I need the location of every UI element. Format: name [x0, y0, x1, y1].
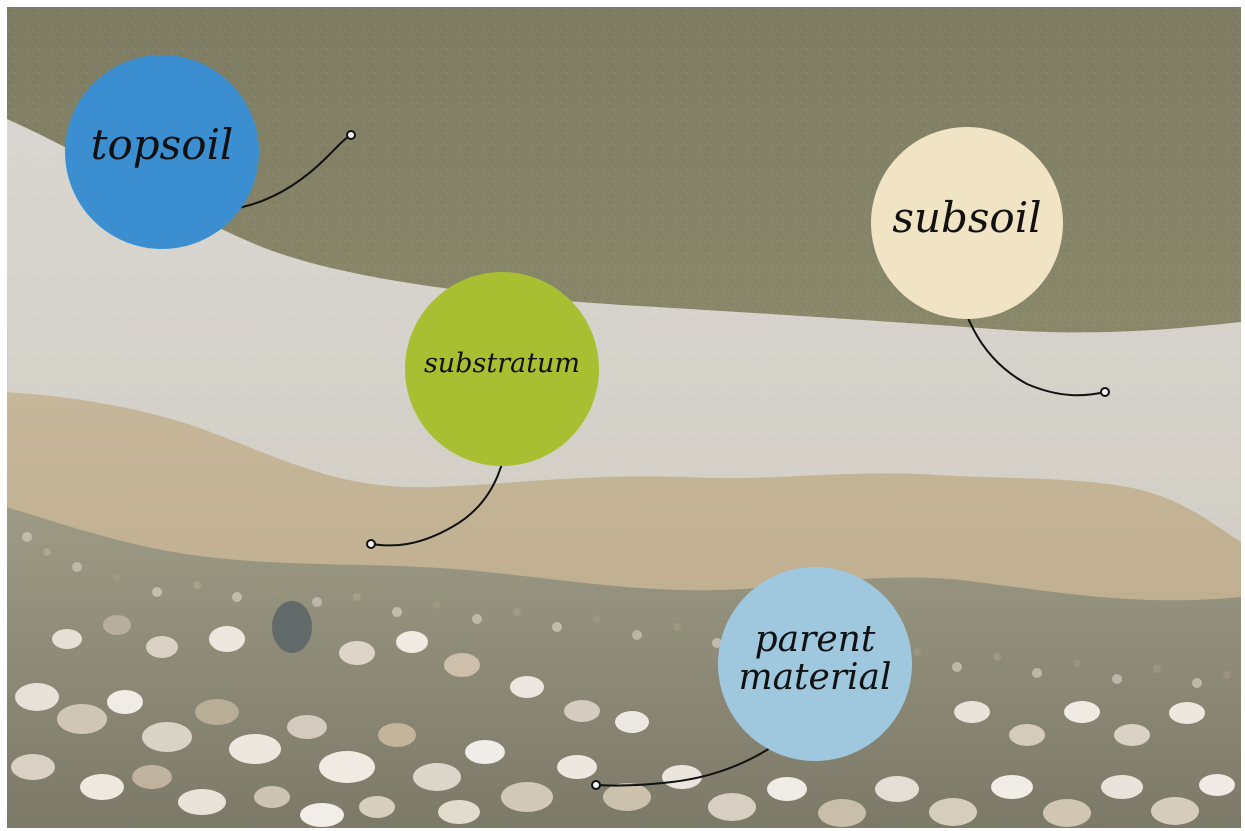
subsoil-label: subsoil [892, 196, 1041, 240]
substratum-label: substratum [424, 350, 580, 378]
substratum-label-circle: substratum [405, 272, 599, 466]
topsoil-label-circle: topsoil [65, 55, 259, 249]
parent-material-label-circle: parent material [718, 567, 912, 761]
subsoil-label-circle: subsoil [871, 127, 1063, 319]
soil-layers-image: topsoil subsoil substratum parent materi… [7, 7, 1241, 828]
parent-material-label: parent material [738, 621, 891, 697]
topsoil-label: topsoil [91, 123, 234, 167]
